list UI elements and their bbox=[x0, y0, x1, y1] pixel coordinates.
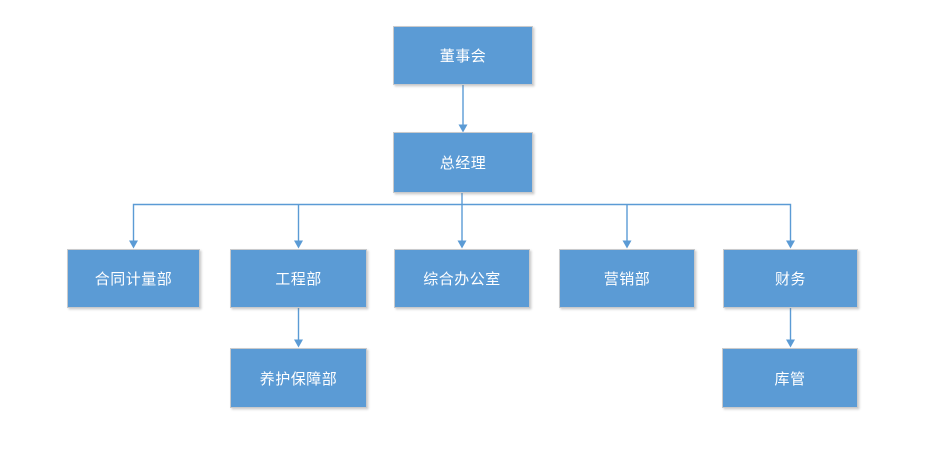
arrowhead-marketing bbox=[622, 240, 632, 249]
arrowhead-engineering bbox=[294, 240, 303, 249]
connector-branch-rail bbox=[132, 203, 792, 241]
arrowhead-finance bbox=[786, 240, 795, 249]
node-label: 养护保障部 bbox=[259, 370, 338, 388]
node-general-office[interactable]: 综合办公室 bbox=[394, 249, 530, 308]
arrowhead-maintenance-support bbox=[294, 339, 303, 348]
node-label: 工程部 bbox=[275, 271, 322, 288]
node-maintenance-support-dept[interactable]: 养护保障部 bbox=[230, 348, 367, 408]
arrowhead-warehouse bbox=[786, 339, 795, 348]
node-general-manager[interactable]: 总经理 bbox=[393, 132, 533, 193]
node-label: 库管 bbox=[774, 370, 806, 388]
node-contract-measurement-dept[interactable]: 合同计量部 bbox=[67, 249, 200, 308]
node-label: 总经理 bbox=[439, 155, 487, 172]
node-label: 合同计量部 bbox=[94, 271, 173, 288]
node-label: 营销部 bbox=[603, 271, 651, 288]
node-board-of-directors[interactable]: 董事会 bbox=[393, 26, 533, 85]
node-finance[interactable]: 财务 bbox=[723, 249, 858, 308]
node-marketing-dept[interactable]: 营销部 bbox=[559, 249, 695, 308]
node-label: 综合办公室 bbox=[423, 271, 501, 288]
arrowhead-general-office bbox=[457, 240, 467, 249]
arrowhead-contract-measurement bbox=[129, 240, 138, 249]
node-engineering-dept[interactable]: 工程部 bbox=[230, 249, 367, 308]
node-label: 财务 bbox=[774, 271, 806, 288]
node-label: 董事会 bbox=[439, 48, 487, 65]
node-warehouse[interactable]: 库管 bbox=[722, 348, 858, 408]
